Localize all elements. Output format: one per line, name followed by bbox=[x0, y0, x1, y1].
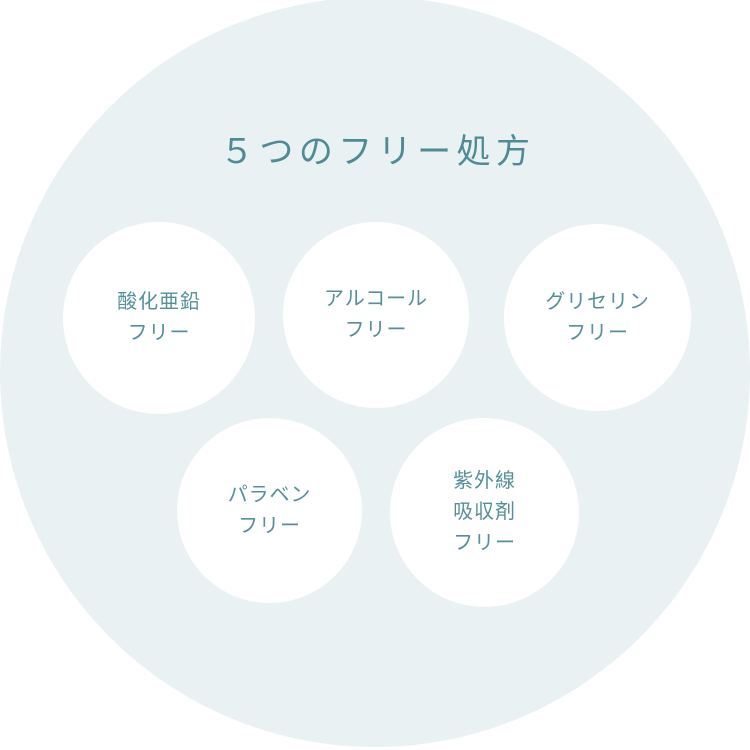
bubble-uv-absorber-free: 紫外線 吸収剤 フリー bbox=[390, 418, 579, 607]
bubble-label: アルコール フリー bbox=[324, 288, 428, 341]
bubble-alcohol-free: アルコール フリー bbox=[283, 222, 469, 408]
bubble-label: パラベン フリー bbox=[227, 483, 312, 537]
page-title: ５つのフリー処方 bbox=[219, 133, 536, 171]
bubble-label: 酸化亜鉛 フリー bbox=[117, 291, 201, 344]
bubble-glycerin-free: グリセリン フリー bbox=[504, 224, 691, 411]
bubble-label: グリセリン フリー bbox=[545, 290, 650, 344]
bubble-paraben-free: パラベン フリー bbox=[177, 418, 362, 603]
bubble-zinc-oxide-free: 酸化亜鉛 フリー bbox=[63, 222, 255, 414]
bubble-label: 紫外線 吸収剤 フリー bbox=[453, 470, 516, 554]
